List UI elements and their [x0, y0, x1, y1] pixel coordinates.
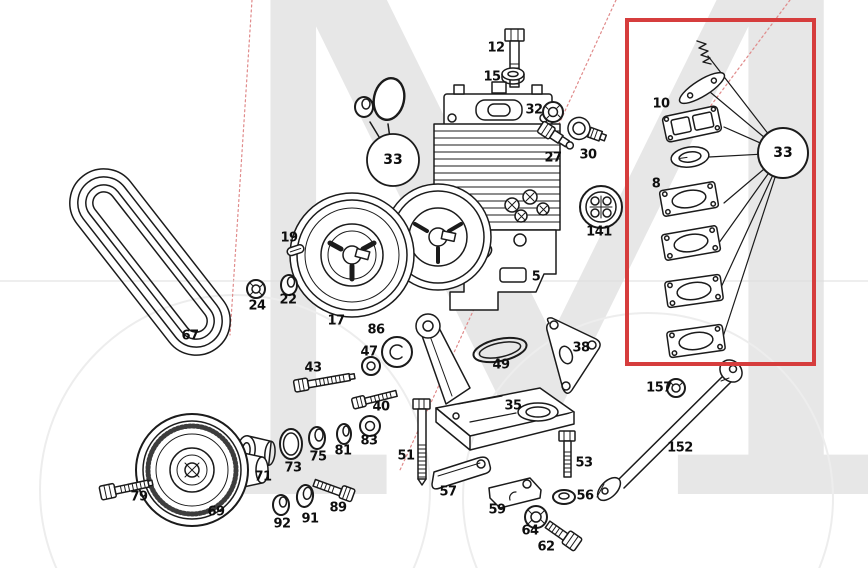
part-49-oring-drawing	[472, 336, 528, 364]
part-47-nut-drawing	[361, 356, 381, 376]
highlight-box	[625, 18, 816, 366]
part-79-bolt-drawing	[98, 479, 154, 501]
part-75-seal-drawing	[308, 426, 326, 450]
part-56-nut-drawing	[552, 489, 576, 505]
part-17-pulley-drawing	[289, 192, 415, 318]
part-22-grommet-drawing	[280, 274, 298, 296]
part-91-nut-drawing	[295, 484, 315, 508]
watermark-ornaments	[39, 294, 834, 568]
part-gasket-strip-drawing	[678, 71, 726, 105]
part-38-bracket-drawing	[546, 317, 601, 394]
part-19-key-drawing	[286, 244, 305, 257]
callout-33-right-circle	[757, 127, 809, 179]
part-43-bolt-drawing	[292, 372, 356, 393]
part-67-belt-drawing	[69, 168, 231, 356]
part-gasket-3-drawing	[664, 273, 724, 309]
part-32-washer-drawing	[542, 101, 564, 123]
part-51-bolt-drawing	[412, 398, 431, 486]
part-92-washer-drawing	[272, 494, 290, 516]
part-30-plug-drawing	[567, 116, 608, 142]
part-152-rod-drawing	[596, 359, 743, 502]
part-10-gasket-drawing	[661, 105, 723, 143]
part-gasket-2-drawing	[660, 225, 722, 261]
part-69-pulley-drawing	[135, 413, 269, 527]
callout-33-left-drawing	[354, 77, 420, 187]
part-62-bolt-drawing	[544, 520, 583, 552]
part-27-plug-drawing	[536, 120, 575, 150]
part-83-nut-drawing	[359, 415, 381, 437]
part-24-nut-drawing	[246, 279, 266, 299]
part-81-washer-drawing	[336, 423, 352, 445]
part-8-gasket-drawing	[658, 181, 720, 217]
part-64-nut-drawing	[524, 505, 548, 529]
part-35-bracket-drawing	[415, 313, 575, 451]
part-53-bolt-drawing	[558, 430, 576, 478]
part-spring-drawing	[696, 40, 712, 65]
part-15-nut-drawing	[501, 67, 525, 85]
part-141-disc-drawing	[579, 185, 623, 229]
part-57-bar-drawing	[431, 456, 492, 490]
part-157-nut-drawing	[666, 378, 686, 398]
part-oval-gasket-drawing	[670, 146, 710, 168]
part-89-bolt-drawing	[312, 478, 356, 503]
part-40-bolt-drawing	[350, 389, 398, 410]
part-86-grommet-drawing	[381, 336, 413, 368]
part-73-ring-drawing	[279, 428, 303, 460]
part-gasket-4-drawing	[666, 323, 726, 359]
part-59-block-drawing	[488, 477, 542, 509]
part-12-bolt-drawing	[504, 28, 525, 88]
